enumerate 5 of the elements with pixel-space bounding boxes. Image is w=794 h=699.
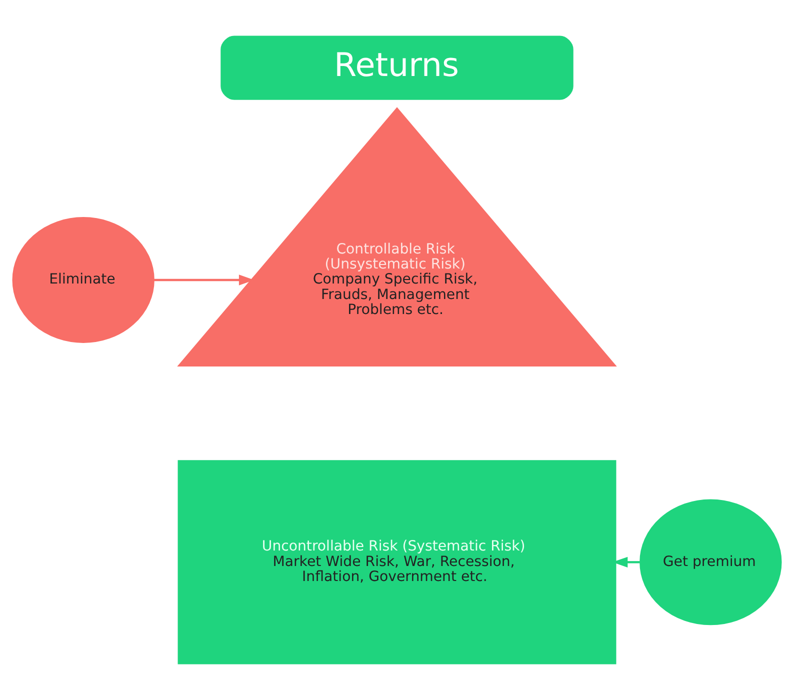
node-ellipse: Eliminate <box>12 216 154 342</box>
arrow <box>154 274 254 285</box>
node-ellipse: Get premium <box>640 498 782 625</box>
node-box: Returns <box>220 35 574 100</box>
node-box: Uncontrollable Risk (Systematic Risk) Market Wide Risk, War, Recession, Inflation, Government etc. <box>178 460 616 664</box>
